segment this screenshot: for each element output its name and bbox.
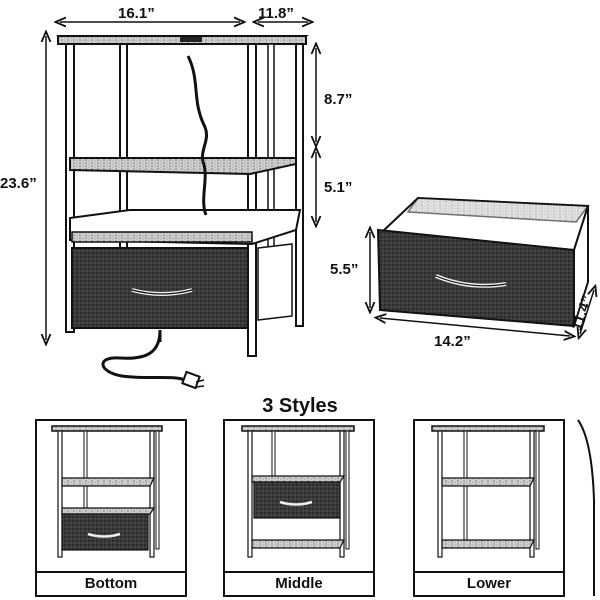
style-box-middle xyxy=(223,419,375,597)
dim-drawer-height: 5.5” xyxy=(330,261,358,278)
dimension-lines xyxy=(46,22,316,340)
drawer xyxy=(71,247,249,329)
style-label-bottom: Bottom xyxy=(85,575,138,592)
dim-drawer-width: 14.2” xyxy=(434,333,471,350)
style-box-bottom xyxy=(35,419,187,597)
dim-width-top: 16.1” xyxy=(118,5,155,22)
plug-icon xyxy=(181,370,201,390)
style-label-lower: Lower xyxy=(467,575,511,592)
drawer-handle-icon xyxy=(87,532,121,538)
style-box-lower xyxy=(413,419,565,597)
cropped-box-edge xyxy=(577,419,595,596)
main-nightstand xyxy=(56,35,309,390)
dim-height-total: 23.6” xyxy=(0,175,37,192)
style-label-middle: Middle xyxy=(275,575,323,592)
loose-drawer xyxy=(376,196,590,328)
dim-gap-upper: 8.7” xyxy=(324,91,352,108)
charging-port-icon xyxy=(180,37,202,42)
dim-depth-top: 11.8” xyxy=(258,5,294,22)
dim-gap-middle: 5.1” xyxy=(324,179,352,196)
styles-heading: 3 Styles xyxy=(262,395,338,417)
power-cord xyxy=(186,55,209,216)
drawer-handle-icon xyxy=(279,500,313,506)
